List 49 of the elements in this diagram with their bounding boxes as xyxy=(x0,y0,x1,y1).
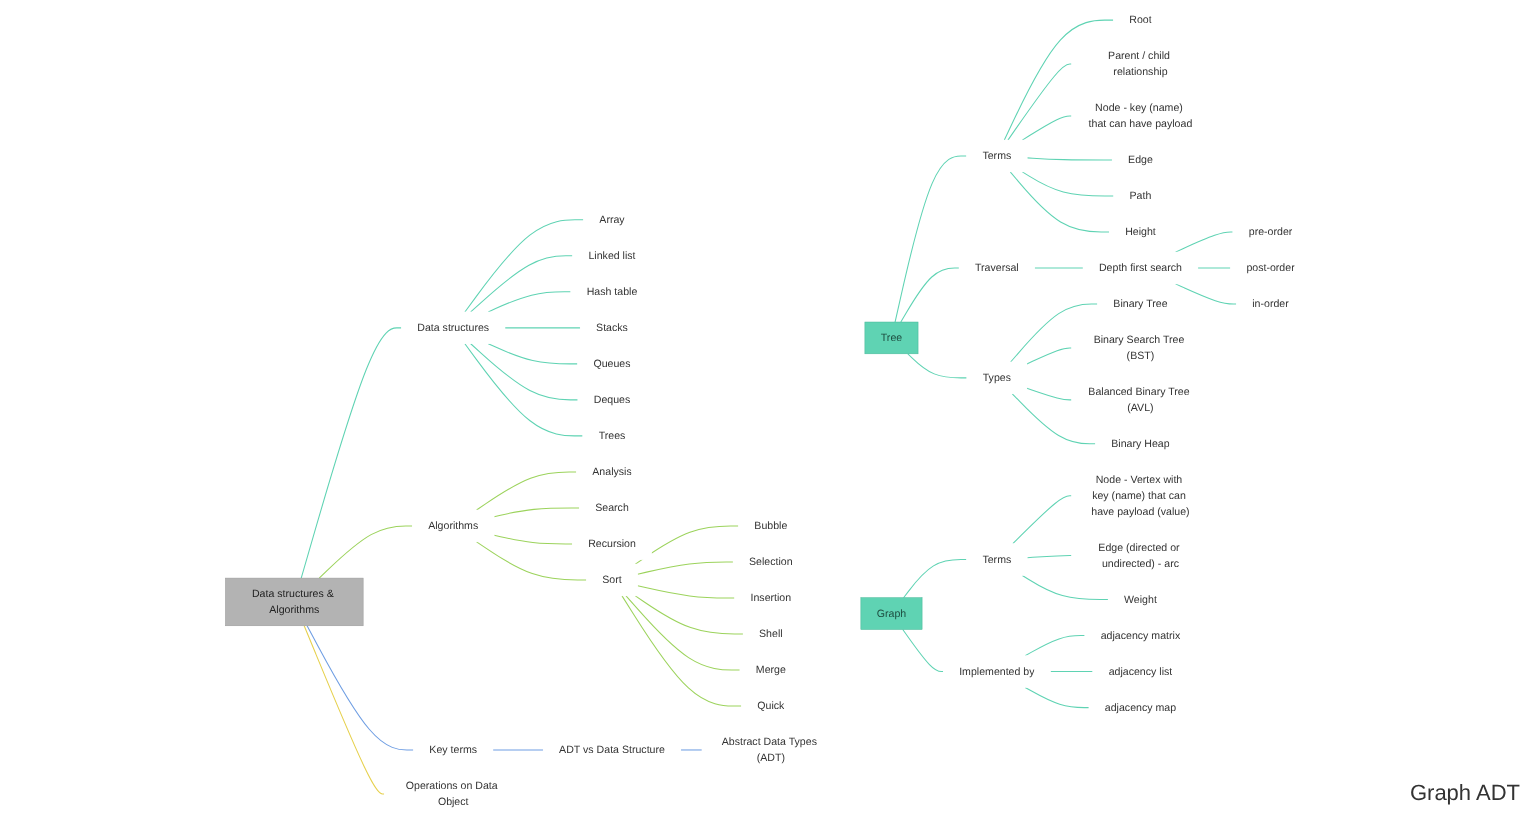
connector xyxy=(493,507,580,518)
connector xyxy=(680,749,703,751)
connector xyxy=(476,541,587,581)
connector xyxy=(1026,347,1073,365)
connector xyxy=(907,353,968,379)
connector xyxy=(470,343,579,401)
connector xyxy=(900,267,960,323)
connector xyxy=(634,525,739,565)
connector xyxy=(1009,171,1110,233)
connector xyxy=(1024,686,1090,709)
connector xyxy=(1049,671,1094,673)
connector xyxy=(1197,267,1231,269)
connector xyxy=(306,625,414,751)
connector xyxy=(1026,157,1113,161)
connector xyxy=(637,561,734,575)
note-label: Graph ADT xyxy=(1409,782,1520,806)
connector xyxy=(464,219,584,313)
connector xyxy=(637,585,736,599)
connector xyxy=(1010,303,1098,363)
connector xyxy=(1021,115,1073,141)
connector xyxy=(504,327,581,329)
connector xyxy=(1021,171,1115,197)
connector xyxy=(1026,555,1073,559)
connector xyxy=(621,595,742,707)
connector xyxy=(903,559,968,599)
connector xyxy=(1012,495,1073,545)
connector xyxy=(1174,231,1234,253)
connector xyxy=(1174,283,1237,305)
connector xyxy=(1034,267,1084,269)
connector xyxy=(1026,387,1073,401)
connector xyxy=(1007,63,1073,141)
connector xyxy=(1024,635,1086,657)
connector xyxy=(1021,574,1109,601)
connector xyxy=(303,625,385,795)
connector xyxy=(634,595,744,635)
connector xyxy=(487,343,579,365)
connector xyxy=(487,291,572,313)
connector xyxy=(493,534,573,545)
connector xyxy=(625,595,741,671)
connector xyxy=(318,525,413,579)
connector xyxy=(476,471,577,511)
connector xyxy=(464,343,584,437)
connector xyxy=(300,327,402,579)
connector xyxy=(492,749,544,751)
connector xyxy=(1003,19,1114,141)
connector xyxy=(470,255,574,313)
connector xyxy=(894,155,968,323)
connector xyxy=(1011,393,1096,445)
connector xyxy=(902,628,944,673)
